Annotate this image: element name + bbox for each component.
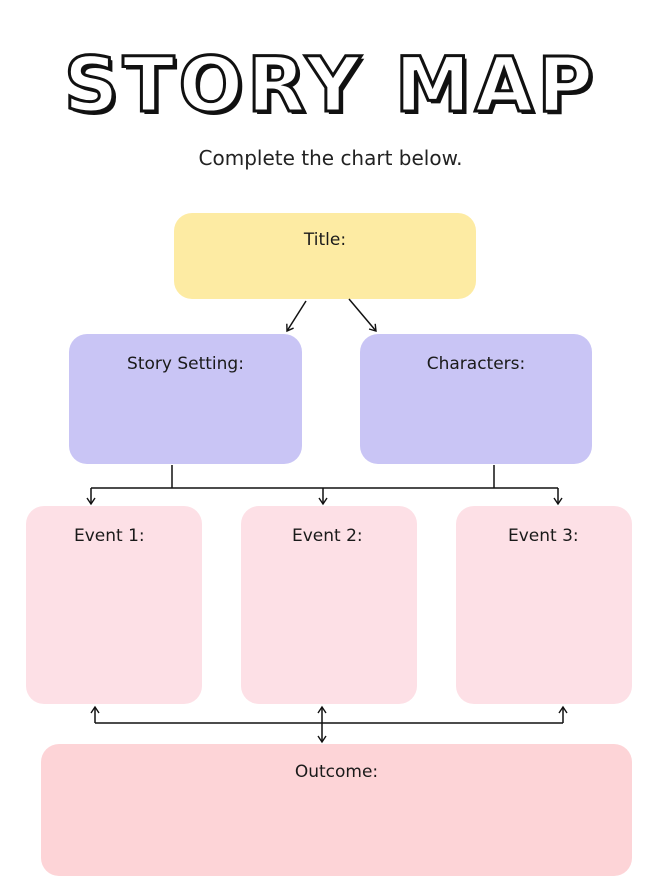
story-setting-box[interactable]: Story Setting: (69, 334, 302, 464)
page-title: STORY MAP (62, 39, 598, 131)
characters-label: Characters: (426, 354, 526, 374)
outcome-box[interactable]: Outcome: (41, 744, 632, 876)
arrow-title-to-characters (348, 298, 377, 332)
event-1-label: Event 1: (74, 526, 145, 546)
characters-box[interactable]: Characters: (360, 334, 592, 464)
page-subtitle: Complete the chart below. (198, 146, 463, 170)
event-2-label: Event 2: (292, 526, 363, 546)
event-2-box[interactable]: Event 2: (241, 506, 417, 704)
title-box[interactable]: Title: (174, 213, 476, 299)
story-setting-label: Story Setting: (127, 354, 244, 374)
event-3-box[interactable]: Event 3: (456, 506, 632, 704)
event-3-label: Event 3: (508, 526, 579, 546)
event-1-box[interactable]: Event 1: (26, 506, 202, 704)
outcome-label: Outcome: (294, 762, 379, 782)
arrow-title-to-setting (286, 300, 307, 333)
title-box-label: Title: (303, 230, 347, 250)
